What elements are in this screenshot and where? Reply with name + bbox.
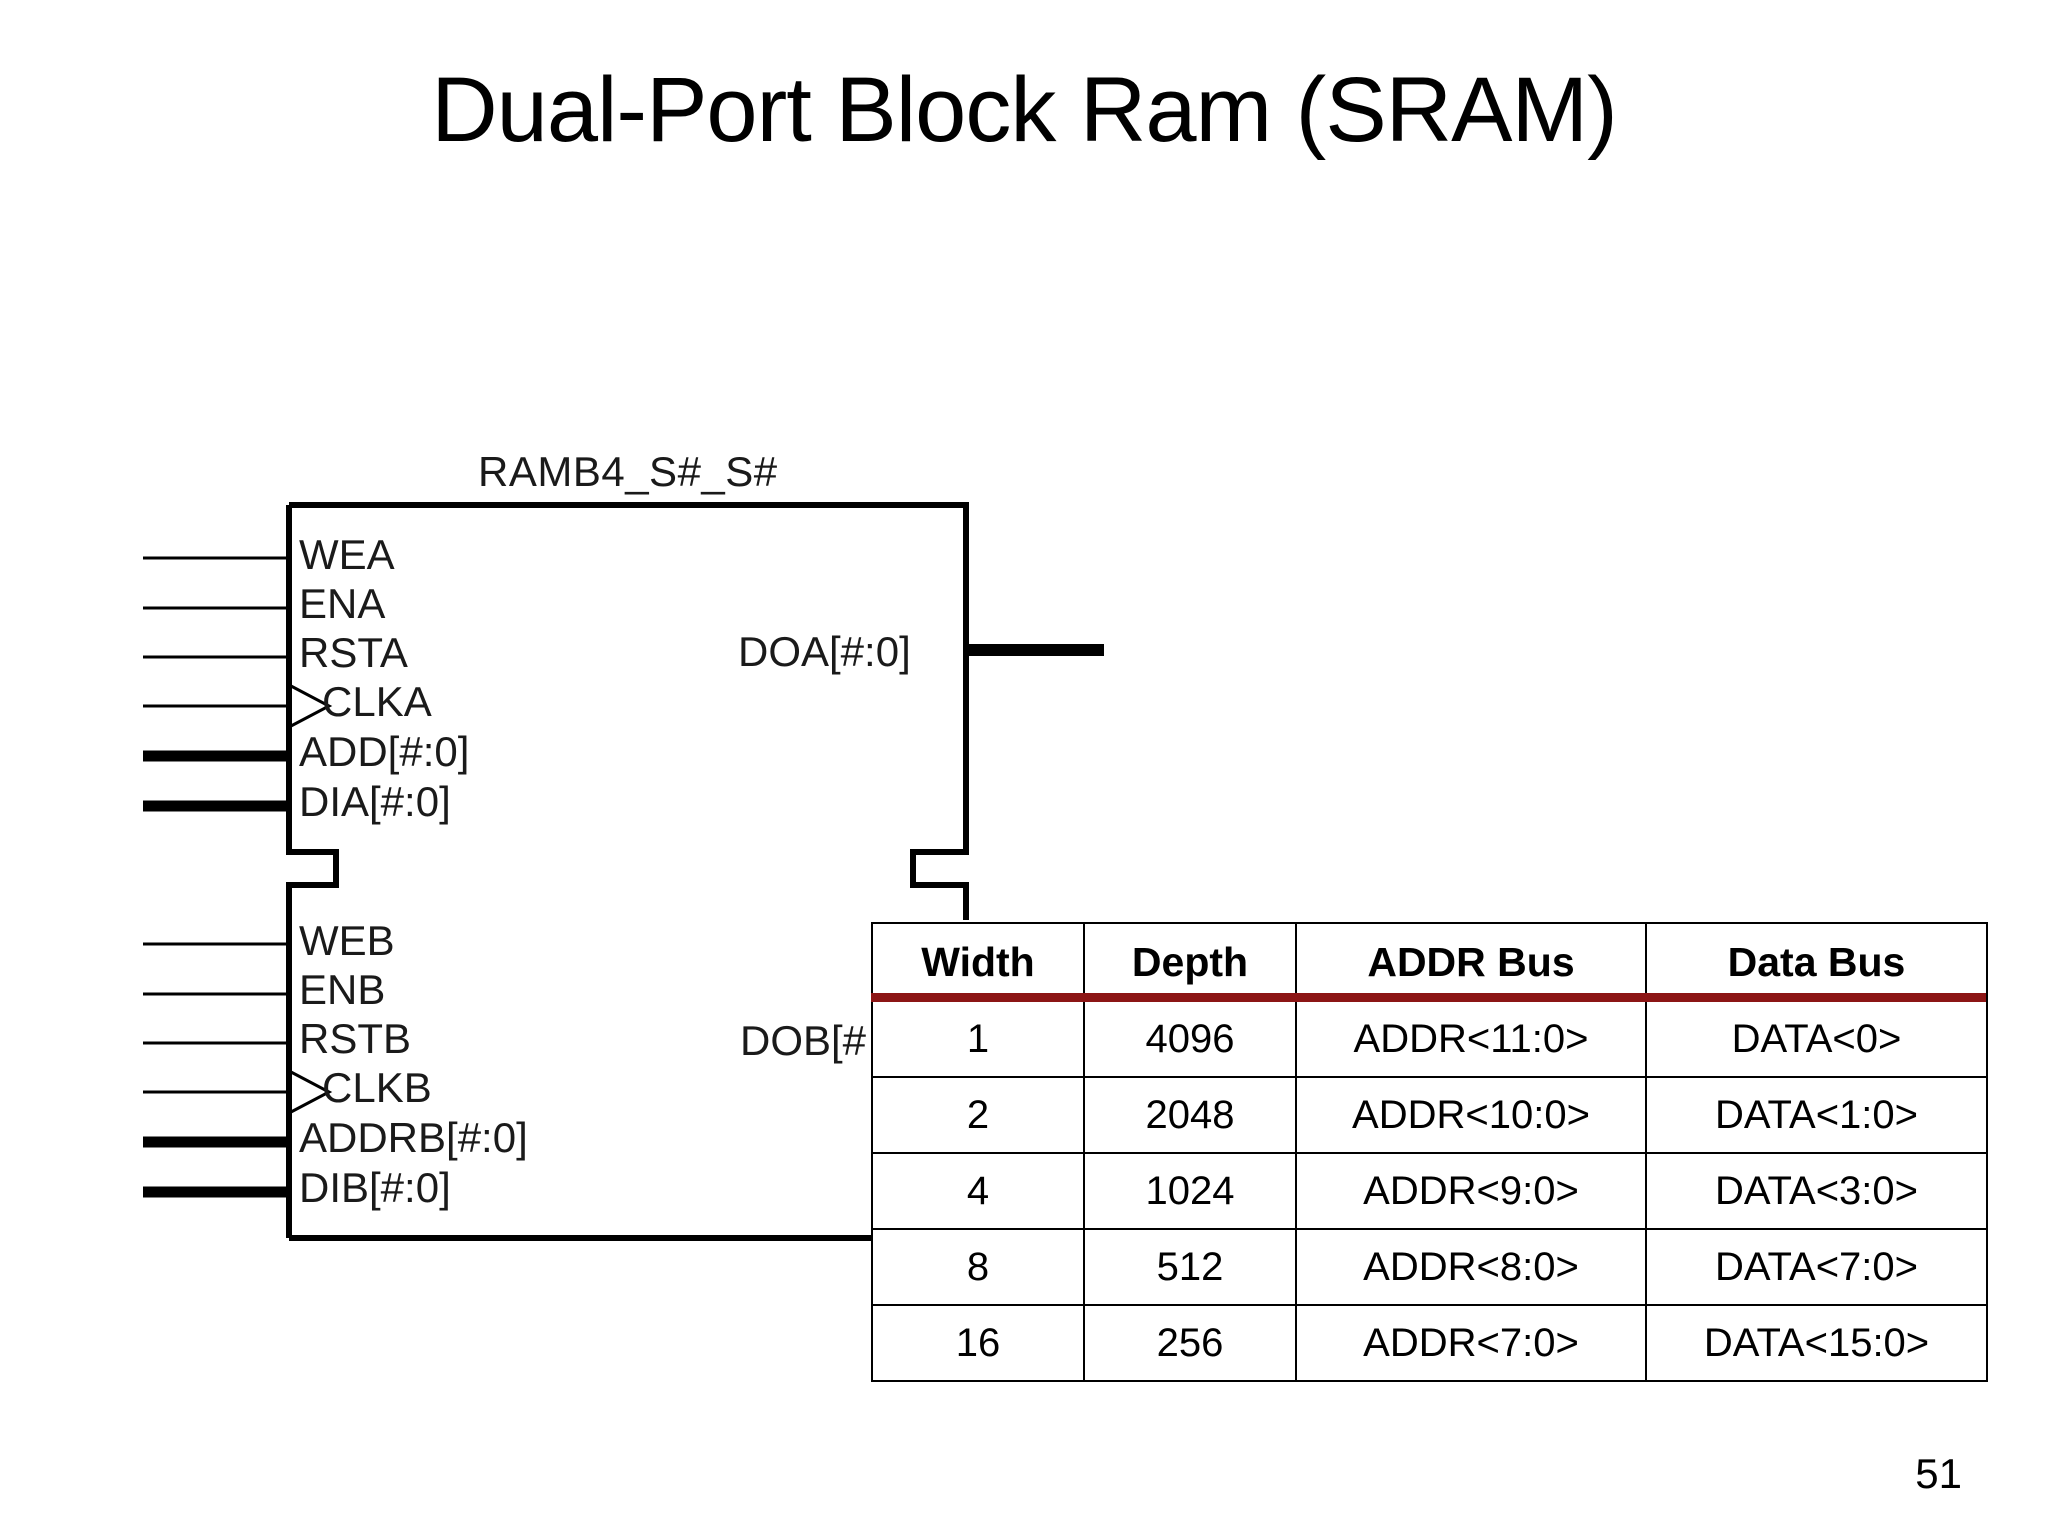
column-header-data-bus: Data Bus [1645,922,1988,1001]
cell-width: 1 [871,1000,1085,1078]
cell-width: 4 [871,1152,1085,1230]
cell-addr-bus: ADDR<10:0> [1295,1076,1647,1154]
spec-table: Width Depth ADDR Bus Data Bus 1 4096 ADD… [871,922,1988,1382]
spec-table-head: Width Depth ADDR Bus Data Bus [871,922,1988,1001]
cell-depth: 4096 [1083,1000,1297,1078]
cell-data-bus: DATA<7:0> [1645,1228,1988,1306]
spec-table-container: Width Depth ADDR Bus Data Bus 1 4096 ADD… [871,922,1988,1382]
table-row: 16 256 ADDR<7:0> DATA<15:0> [871,1304,1988,1382]
cell-depth: 1024 [1083,1152,1297,1230]
table-row: 8 512 ADDR<8:0> DATA<7:0> [871,1228,1988,1306]
port-label-dib: DIB[#:0] [299,1164,451,1211]
cell-width: 2 [871,1076,1085,1154]
cell-data-bus: DATA<3:0> [1645,1152,1988,1230]
cell-addr-bus: ADDR<9:0> [1295,1152,1647,1230]
port-a-input-wires [143,556,289,708]
port-label-addrb: ADDRB[#:0] [299,1114,528,1161]
cell-width: 8 [871,1228,1085,1306]
cell-addr-bus: ADDR<11:0> [1295,1000,1647,1078]
port-label-clka: CLKA [322,678,432,725]
cell-data-bus: DATA<15:0> [1645,1304,1988,1382]
column-header-addr-bus: ADDR Bus [1295,922,1647,1001]
cell-addr-bus: ADDR<8:0> [1295,1228,1647,1306]
port-b-bus-wires [143,1136,289,1198]
port-label-enb: ENB [299,966,386,1013]
port-a-bus-wires [143,750,289,812]
port-label-doa: DOA[#:0] [738,628,911,675]
port-label-add: ADD[#:0] [299,728,470,775]
cell-depth: 2048 [1083,1076,1297,1154]
cell-addr-bus: ADDR<7:0> [1295,1304,1647,1382]
column-header-depth: Depth [1083,922,1297,1001]
port-label-clkb: CLKB [322,1064,432,1111]
port-b-input-wires [143,942,289,1094]
port-label-ena: ENA [299,580,386,627]
port-label-rstb: RSTB [299,1015,412,1062]
clkb-clock-triangle [290,1070,333,1114]
cell-width: 16 [871,1304,1085,1382]
table-header-accent-rule [871,993,1986,1002]
column-header-width: Width [871,922,1085,1001]
port-label-rsta: RSTA [299,629,408,676]
cell-depth: 512 [1083,1228,1297,1306]
cell-depth: 256 [1083,1304,1297,1382]
clka-clock-triangle [290,684,333,728]
table-row: 4 1024 ADDR<9:0> DATA<3:0> [871,1152,1988,1230]
port-label-dia: DIA[#:0] [299,778,451,825]
table-row: 2 2048 ADDR<10:0> DATA<1:0> [871,1076,1988,1154]
cell-data-bus: DATA<0> [1645,1000,1988,1078]
block-name-label: RAMB4_S#_S# [478,448,778,495]
table-row: 1 4096 ADDR<11:0> DATA<0> [871,1000,1988,1078]
port-label-web: WEB [299,917,395,964]
page-number: 51 [1915,1450,1962,1497]
port-label-dob: DOB[# [740,1017,867,1064]
page-title: Dual-Port Block Ram (SRAM) [431,59,1618,161]
port-label-wea: WEA [299,531,395,578]
cell-data-bus: DATA<1:0> [1645,1076,1988,1154]
spec-table-body: 1 4096 ADDR<11:0> DATA<0> 2 2048 ADDR<10… [871,1000,1988,1382]
spec-table-header-row: Width Depth ADDR Bus Data Bus [871,922,1988,1001]
